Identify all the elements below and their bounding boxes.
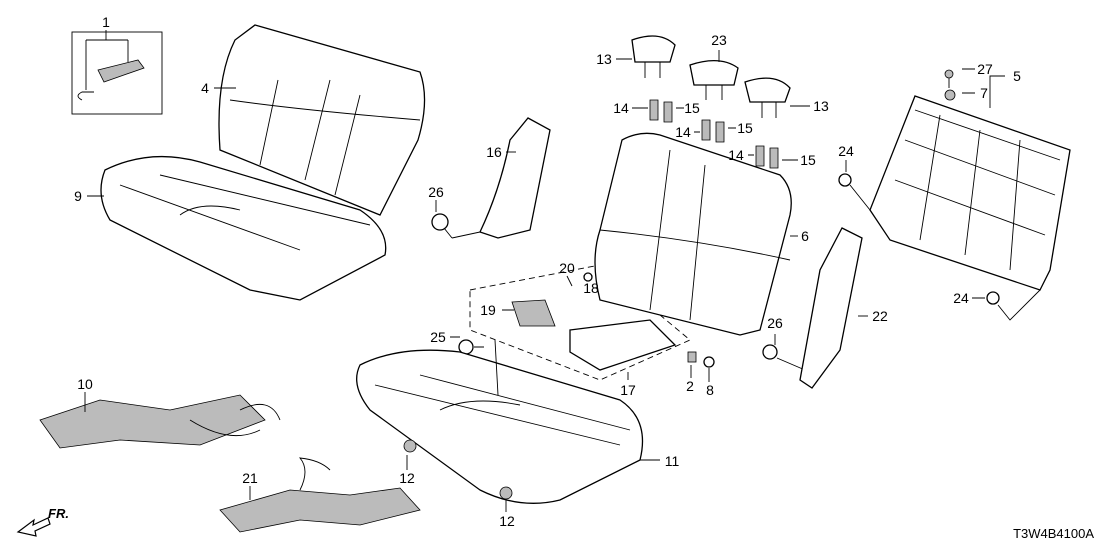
callout-8: 8	[706, 382, 714, 398]
callout-13: 13	[596, 51, 612, 67]
callout-16: 16	[486, 144, 502, 160]
callout-23: 23	[711, 32, 727, 48]
front-direction-label: FR.	[48, 506, 69, 521]
part-8-nut	[703, 356, 715, 382]
part-22-side-bolster	[799, 227, 868, 389]
callout-15-second: 15	[737, 120, 753, 136]
part-23-center-headrest	[689, 50, 739, 100]
callout-24: 24	[838, 143, 854, 159]
callout-15: 15	[684, 100, 700, 116]
part-9-seat-cushion-cover	[87, 155, 387, 301]
callout-20: 20	[559, 260, 575, 276]
part-21-seat-heater	[219, 457, 421, 533]
part-26-bolt	[431, 200, 481, 239]
callout-14-second: 14	[675, 124, 691, 140]
part-12-clip	[403, 439, 513, 512]
part-14-15-headrest-guides	[632, 99, 798, 169]
part-13-headrest	[616, 35, 810, 118]
part-26-bolt-right	[762, 334, 806, 371]
callout-12-second: 12	[499, 513, 515, 529]
callout-4: 4	[201, 80, 209, 96]
part-5-seatback-frame	[869, 68, 1071, 291]
callout-18: 18	[583, 280, 599, 296]
part-1-clip-kit	[71, 30, 163, 115]
callout-19: 19	[480, 302, 496, 318]
front-direction-arrow-icon	[16, 517, 51, 537]
callout-27: 27	[977, 61, 993, 77]
callout-24-second: 24	[953, 290, 969, 306]
callout-14: 14	[613, 100, 629, 116]
callout-13-second: 13	[813, 98, 829, 114]
callout-7: 7	[980, 85, 988, 101]
callout-12: 12	[399, 470, 415, 486]
callout-10: 10	[77, 376, 93, 392]
callout-17: 17	[620, 382, 636, 398]
callout-6: 6	[801, 228, 809, 244]
callout-21: 21	[242, 470, 258, 486]
callout-26: 26	[428, 184, 444, 200]
callout-15-third: 15	[800, 152, 816, 168]
part-25-clip	[450, 336, 484, 355]
callout-11: 11	[664, 453, 680, 469]
callout-9: 9	[74, 188, 82, 204]
part-24-bolt	[838, 160, 1041, 321]
part-6-seatback-cover	[594, 132, 798, 336]
part-10-seat-heater	[39, 392, 281, 449]
part-17-armrest-assembly	[469, 264, 691, 381]
callout-25: 25	[430, 329, 446, 345]
callout-26-second: 26	[767, 315, 783, 331]
callout-14-third: 14	[728, 147, 744, 163]
callout-1: 1	[102, 14, 110, 30]
callout-5: 5	[1013, 68, 1021, 84]
diagram-code: T3W4B4100A	[1013, 526, 1094, 541]
callout-2: 2	[686, 378, 694, 394]
part-11-seat-cushion-cover	[356, 339, 660, 504]
part-4-seatback-cover	[214, 24, 426, 216]
callout-22: 22	[872, 308, 888, 324]
part-16-side-bolster	[479, 117, 551, 239]
part-2-clip	[687, 351, 697, 378]
